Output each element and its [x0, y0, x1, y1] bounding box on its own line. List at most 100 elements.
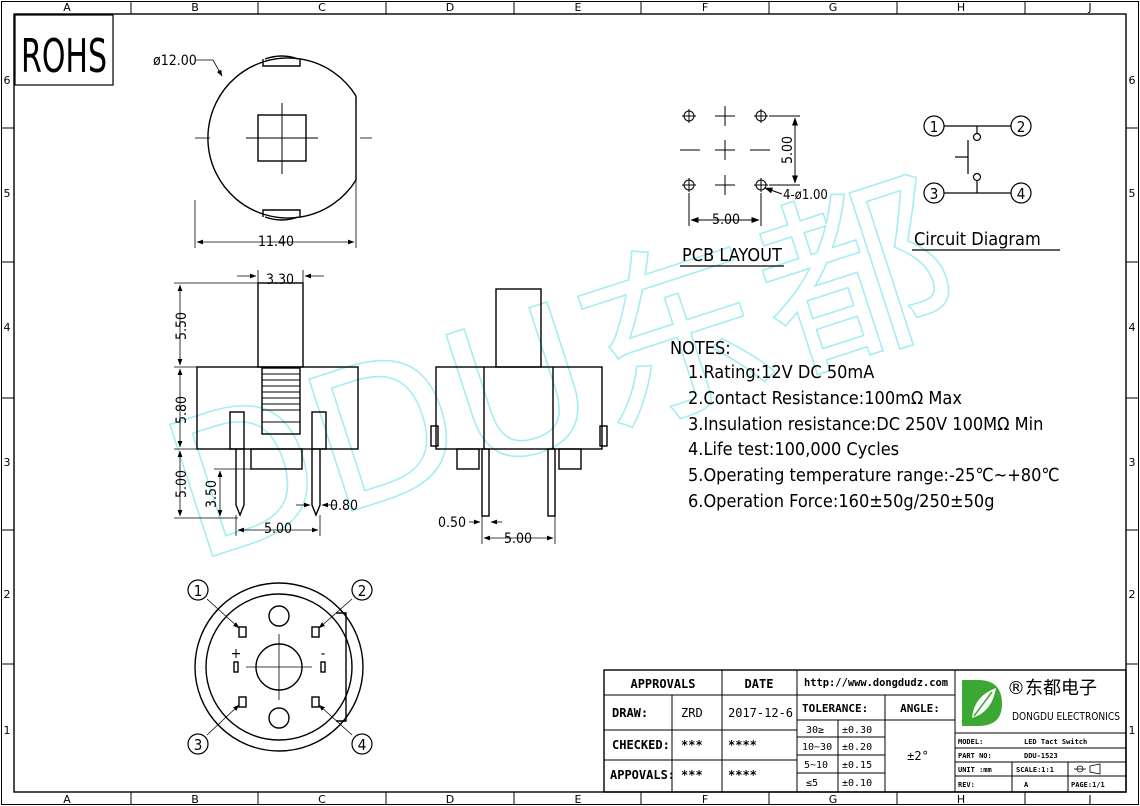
bottom-pin-4: 4: [358, 736, 367, 754]
frame-col-top-F: F: [702, 1, 708, 14]
frame-col-top-B: B: [191, 1, 199, 14]
pcb-title: PCB LAYOUT: [682, 245, 782, 266]
bottom-pin-2: 2: [358, 582, 367, 600]
notes: NOTES: 1.Rating:12V DC 50mA 2.Contact Re…: [670, 338, 1060, 512]
title-block: APPROVALS DATE DRAW: ZRD 2017-12-6 CHECK…: [603, 669, 1127, 793]
frame-row-right-6: 6: [1129, 74, 1136, 87]
frame-col-top-J: J: [1087, 1, 1091, 14]
rohs-label: ROHS: [21, 29, 107, 83]
tb-tol-range-3: 5~10: [804, 760, 828, 771]
side-dim-cap-height: 5.50: [174, 312, 190, 340]
frame-col-top-A: A: [63, 1, 71, 14]
frame-row-left-4: 4: [4, 321, 11, 334]
note-6: 6.Operation Force:160±50g/250±50g: [688, 491, 995, 512]
frame-row-left-3: 3: [4, 456, 11, 469]
tb-appovals-date: ****: [728, 768, 757, 782]
frame-col-bottom-A: A: [63, 793, 71, 806]
pcb-dim-horizontal: 5.00: [712, 212, 740, 228]
frame-row-right-3: 3: [1129, 456, 1136, 469]
tb-model-label: MODEL:: [958, 738, 983, 746]
bottom-pin-3: 3: [194, 736, 203, 754]
frame-row-right-2: 2: [1129, 588, 1136, 601]
side-dim-pin-width: 0.80: [330, 498, 358, 514]
tb-draw-date: 2017-12-6: [728, 706, 793, 720]
frame-row-right-5: 5: [1129, 187, 1136, 200]
circuit-pin-4: 4: [1017, 185, 1026, 203]
front-dim-pin: 0.50: [438, 515, 466, 531]
circuit-pin-1: 1: [930, 118, 939, 136]
notes-heading: NOTES:: [670, 338, 731, 359]
frame-col-bottom-D: D: [446, 793, 454, 806]
side-dim-pin-pitch: 5.00: [264, 521, 292, 537]
side-dim-pin-length: 5.00: [174, 470, 190, 498]
frame-row-left-6: 6: [4, 74, 11, 87]
tb-tol-value-1: ±0.30: [842, 725, 872, 736]
tb-tolerance: TOLERANCE:: [802, 702, 868, 715]
frame-col-top-E: E: [575, 1, 582, 14]
frame-col-top-C: C: [318, 1, 326, 14]
tb-tol-range-1: 30≥: [806, 725, 824, 736]
circuit-pin-2: 2: [1017, 118, 1026, 136]
tb-part-value: DDU-1523: [1024, 752, 1058, 760]
tb-tol-range-2: 10~30: [802, 742, 832, 753]
tb-checked-name: ***: [681, 738, 703, 752]
frame-row-left-2: 2: [4, 588, 11, 601]
frame-col-bottom-H: H: [957, 793, 965, 806]
projection-symbol-icon: [1074, 763, 1101, 775]
tb-company-en: DONGDU ELECTRONICS: [1012, 710, 1120, 723]
circuit-diagram: [923, 115, 1032, 204]
frame-row-left-1: 1: [4, 724, 11, 737]
tb-tol-value-2: ±0.20: [842, 742, 872, 753]
tb-company-cn: ®东都电子: [1007, 678, 1097, 699]
frame-col-bottom-J: J: [1087, 793, 1091, 806]
frame-col-bottom-G: G: [829, 793, 838, 806]
rohs-badge: ROHS: [14, 14, 114, 86]
top-view-diameter: ø12.00: [153, 53, 197, 69]
pcb-layout: [680, 106, 800, 226]
note-4: 4.Life test:100,000 Cycles: [688, 439, 899, 460]
tb-tol-value-4: ±0.10: [842, 778, 872, 789]
bottom-view: [187, 579, 373, 755]
tb-scale: SCALE:1:1: [1016, 766, 1054, 774]
side-view: [174, 270, 359, 536]
top-view-width: 11.40: [258, 234, 294, 250]
frame-row-left-5: 5: [4, 187, 11, 200]
tb-checked-label: CHECKED:: [612, 738, 670, 752]
side-dim-width: 3.30: [266, 272, 294, 288]
bottom-pin-1: 1: [194, 582, 203, 600]
frame-col-bottom-B: B: [191, 793, 199, 806]
tb-date: DATE: [745, 677, 774, 691]
pcb-dim-vertical: 5.00: [780, 136, 796, 164]
frame-col-top-H: H: [957, 1, 965, 14]
frame-row-right-1: 1: [1129, 724, 1136, 737]
tb-rev-value: A: [1024, 781, 1029, 789]
tb-draw-label: DRAW:: [612, 706, 648, 720]
top-view: [194, 55, 372, 248]
tb-tol-range-4: ≤5: [806, 778, 818, 789]
tb-page: PAGE:1/1: [1071, 781, 1105, 789]
bottom-plus: +: [231, 646, 242, 662]
tb-model-value: LED Tact Switch: [1024, 738, 1087, 746]
tb-checked-date: ****: [728, 738, 757, 752]
note-5: 5.Operating temperature range:-25℃~+80℃: [688, 465, 1060, 486]
frame-col-bottom-E: E: [575, 793, 582, 806]
tb-part-label: PART NO:: [958, 752, 992, 760]
tb-url: http://www.dongdudz.com: [804, 676, 948, 689]
tb-appovals-name: ***: [681, 768, 703, 782]
tb-rev-label: REV:: [958, 781, 975, 789]
tb-angle: ANGLE:: [900, 702, 940, 715]
tb-draw-name: ZRD: [681, 706, 703, 720]
front-dim-pitch: 5.00: [504, 531, 532, 547]
frame-row-right-4: 4: [1129, 321, 1136, 334]
tb-angle-value: ±2°: [907, 749, 929, 763]
frame-col-top-D: D: [446, 1, 454, 14]
tb-approvals: APPROVALS: [630, 677, 695, 691]
side-dim-pin-short: 3.50: [204, 480, 220, 508]
tb-unit: UNIT :mm: [958, 766, 992, 774]
side-dim-body-height: 5.80: [174, 396, 190, 424]
company-logo-icon: [962, 680, 1002, 726]
